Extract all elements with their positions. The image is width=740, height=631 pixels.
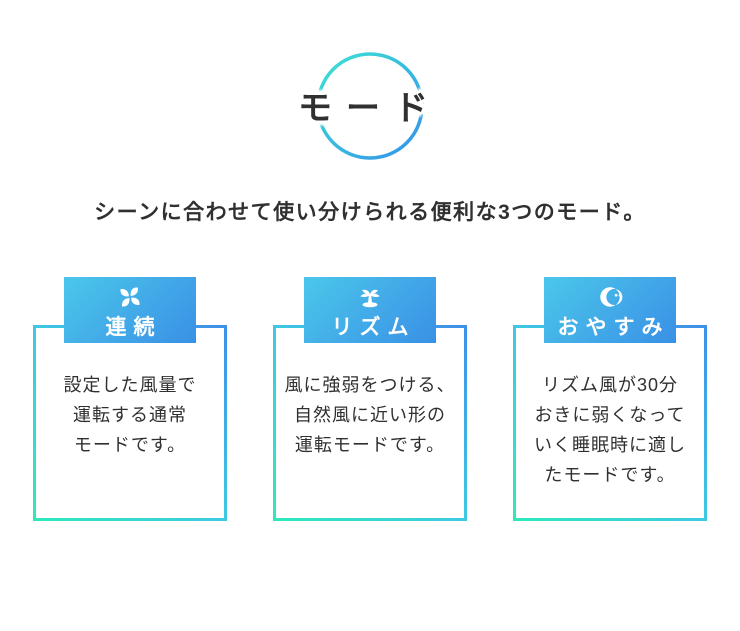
mode-description-line: おきに弱くなって <box>534 405 686 425</box>
section-title: モード <box>298 89 442 128</box>
mode-description-line: 設定した風量で <box>63 375 197 395</box>
mode-label: おやすみ <box>557 316 670 339</box>
card-body: 設定した風量で 運転する通常 モードです。 <box>36 328 224 518</box>
card-frame: リズム風が30分 おきに弱くなって いく睡眠時に適し たモードです。 <box>513 325 707 521</box>
mode-badge: おやすみ <box>544 277 676 343</box>
mode-badge: リズム <box>304 277 436 343</box>
mode-section: モード シーンに合わせて使い分けられる便利な3つのモード。 連続 <box>0 46 740 631</box>
card-frame: 設定した風量で 運転する通常 モードです。 <box>33 325 227 521</box>
mode-card-continuous: 連続 設定した風量で 運転する通常 モードです。 <box>33 277 227 521</box>
mode-description-line: たモードです。 <box>544 465 676 485</box>
mode-description-line: いく睡眠時に適し <box>534 435 686 455</box>
crescent-moon-icon <box>600 287 623 307</box>
mode-hero: モード <box>298 46 430 166</box>
card-body: 風に強弱をつける、 自然風に近い形の 運転モードです。 <box>276 328 464 518</box>
mode-description-line: 運転モードです。 <box>294 435 446 455</box>
card-body: リズム風が30分 おきに弱くなって いく睡眠時に適し たモードです。 <box>516 328 704 518</box>
mode-description-line: 風に強弱をつける、 <box>284 375 456 395</box>
fan-icon <box>120 287 140 307</box>
gradient-circle-icon <box>316 52 424 160</box>
mode-badge: 連続 <box>64 277 196 343</box>
mode-card-sleep: おやすみ リズム風が30分 おきに弱くなって いく睡眠時に適し たモードです。 <box>513 277 707 521</box>
mode-description-line: 自然風に近い形の <box>294 405 446 425</box>
mode-description-line: モードです。 <box>73 435 187 455</box>
mode-description-line: リズム風が30分 <box>541 375 679 395</box>
palm-tree-icon <box>360 289 380 308</box>
mode-description-line: 運転する通常 <box>73 405 187 425</box>
mode-label: リズム <box>331 316 416 339</box>
mode-cards-row: 連続 設定した風量で 運転する通常 モードです。 <box>0 277 740 521</box>
mode-label: 連続 <box>105 316 162 339</box>
card-frame: 風に強弱をつける、 自然風に近い形の 運転モードです。 <box>273 325 467 521</box>
section-subtitle: シーンに合わせて使い分けられる便利な3つのモード。 <box>94 201 646 224</box>
mode-card-rhythm: リズム 風に強弱をつける、 自然風に近い形の 運転モードです。 <box>273 277 467 521</box>
